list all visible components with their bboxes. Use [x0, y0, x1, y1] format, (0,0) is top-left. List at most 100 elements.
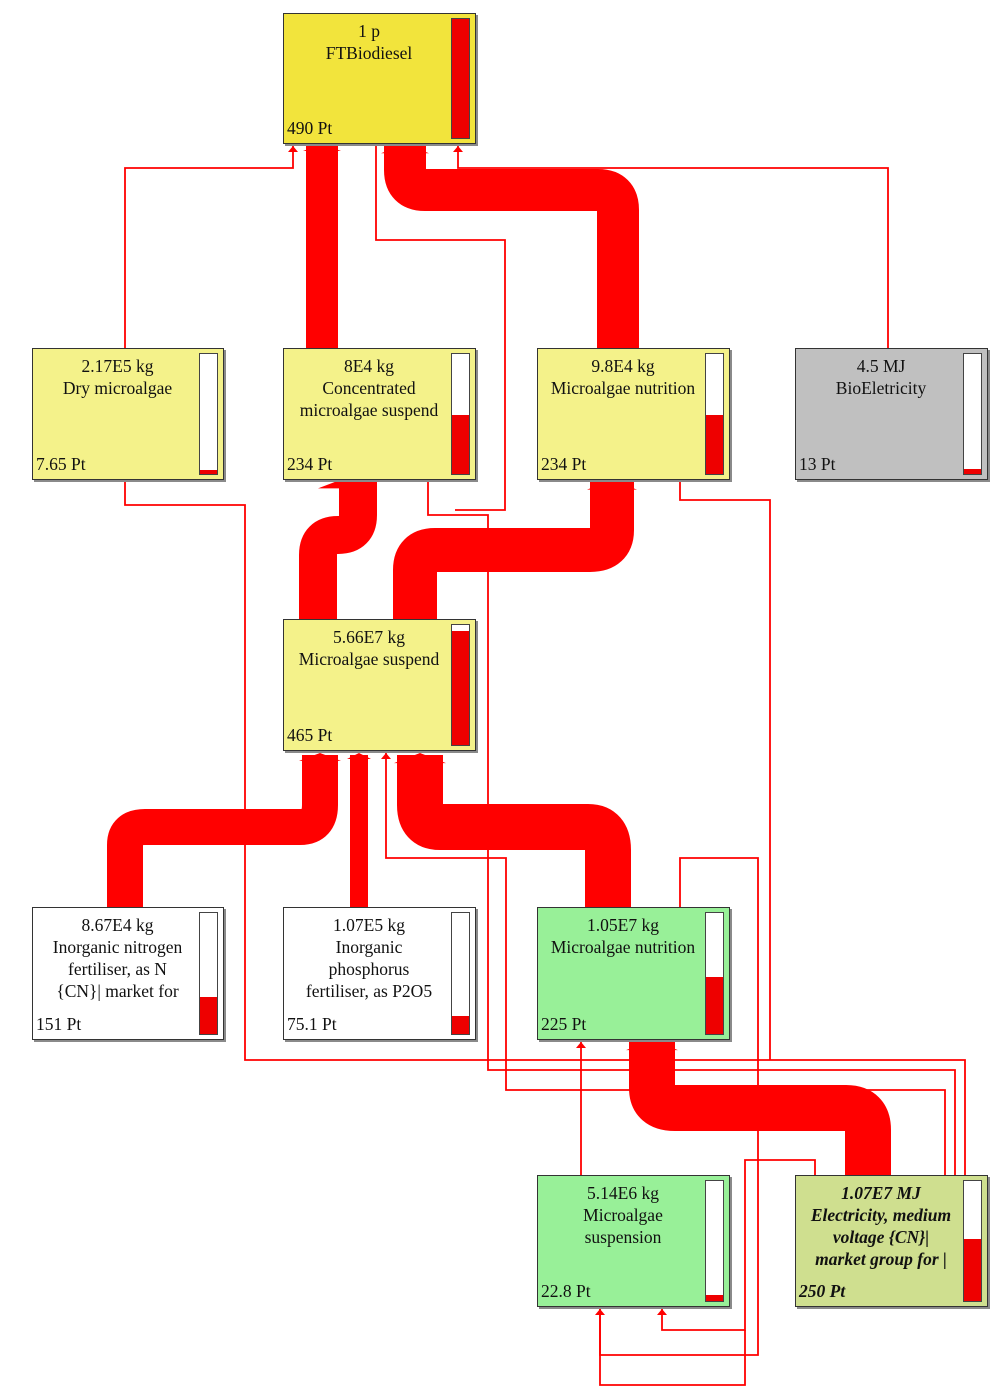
impact-gauge	[199, 353, 218, 475]
flow-nutrition1-to-ftbiodiesel-arrow	[381, 144, 429, 154]
node-amount: 1.07E5 kg	[333, 915, 405, 935]
impact-gauge	[451, 353, 470, 475]
node-name-line: market group for |	[815, 1249, 947, 1269]
flow-suspension-bottom-loop	[599, 1309, 746, 1386]
flow-nitrogen-to-suspend-arrow	[299, 753, 341, 761]
node-name-line: suspension	[584, 1227, 662, 1247]
node-name-line: phosphorus	[328, 959, 410, 979]
thin-flow-arrow-0	[288, 146, 298, 152]
impact-gauge	[451, 624, 470, 746]
impact-gauge	[963, 1180, 982, 1302]
node-name-line: fertiliser, as N	[68, 959, 167, 979]
node-amount: 5.14E6 kg	[587, 1183, 659, 1203]
impact-gauge	[451, 18, 470, 139]
node-score: 7.65 Pt	[36, 454, 86, 474]
thin-flow-arrow-1	[453, 146, 463, 152]
node-name-line: Microalgae	[583, 1205, 663, 1225]
node-name-line: Microalgae suspend	[298, 649, 440, 669]
flow-electricity-to-nutrition1	[679, 482, 771, 1060]
flow-electricity-to-nutrition2-arrow	[626, 1040, 678, 1051]
flow-nutrition2-to-suspend-arrow	[394, 753, 446, 764]
node-name-line: Electricity, medium	[810, 1205, 952, 1225]
node-amount: 8E4 kg	[343, 356, 395, 376]
impact-gauge	[451, 912, 470, 1035]
flow-electricity-to-dry-microalgae	[124, 482, 966, 1175]
flow-suspend-to-concentrated	[299, 482, 377, 619]
impact-gauge-fill	[964, 1238, 981, 1301]
flow-dry-microalgae-to-ftbiodiesel	[124, 146, 294, 348]
thin-flow-arrow-4	[595, 1309, 605, 1315]
flow-suspend-to-nutrition1-arrow	[587, 480, 637, 490]
flow-electricity-to-concentrated	[427, 482, 956, 1175]
thin-flow-arrow-3	[576, 1042, 586, 1048]
flow-suspend-to-nutrition1	[393, 482, 634, 619]
node-name-line: fertiliser, as P2O5	[305, 981, 433, 1001]
node-amount: 9.8E4 kg	[591, 356, 655, 376]
node-amount: 8.67E4 kg	[81, 915, 154, 935]
flow-nitrogen-to-suspend	[107, 755, 338, 907]
node-score: 225 Pt	[541, 1014, 587, 1034]
node-name-line: Dry microalgae	[62, 378, 173, 398]
node-score: 13 Pt	[799, 454, 836, 474]
impact-gauge-fill	[452, 631, 469, 745]
thin-flow-arrow-2	[381, 753, 391, 759]
flow-concentrated-to-ftbiodiesel-arrow	[303, 144, 341, 152]
flow-nutrition2-to-suspend	[397, 755, 631, 907]
impact-gauge-fill	[706, 415, 723, 474]
impact-gauge	[963, 353, 982, 475]
impact-gauge	[705, 353, 724, 475]
impact-gauge	[199, 912, 218, 1035]
node-score: 234 Pt	[541, 454, 587, 474]
impact-gauge-fill	[200, 470, 217, 474]
node-amount: 4.5 MJ	[856, 356, 906, 376]
node-name-line: Inorganic	[335, 937, 403, 957]
impact-gauge-fill	[452, 19, 469, 138]
node-name-line: Microalgae nutrition	[550, 937, 696, 957]
node-amount: 1 p	[358, 21, 380, 41]
node-score: 22.8 Pt	[541, 1281, 591, 1301]
node-score: 234 Pt	[287, 454, 333, 474]
node-name-line: voltage {CN}|	[832, 1227, 930, 1247]
node-name-line: microalgae suspend	[299, 400, 439, 420]
impact-gauge-fill	[706, 1295, 723, 1301]
impact-gauge	[705, 1180, 724, 1302]
impact-gauge-fill	[964, 469, 981, 474]
node-score: 151 Pt	[36, 1014, 82, 1034]
flow-electricity-to-suspension	[661, 1159, 816, 1331]
flow-ftbiodiesel-return	[375, 146, 506, 511]
node-amount: 2.17E5 kg	[81, 356, 154, 376]
node-name-line: Concentrated	[322, 378, 416, 398]
flow-bioeletricity-to-ftbiodiesel	[457, 146, 889, 348]
node-name-line: FTBiodiesel	[325, 43, 413, 63]
impact-gauge-fill	[200, 996, 217, 1034]
node-score: 250 Pt	[799, 1281, 846, 1301]
node-score: 465 Pt	[287, 725, 333, 745]
flow-nutrition1-to-ftbiodiesel	[384, 146, 639, 348]
impact-gauge-fill	[706, 977, 723, 1034]
node-name-line: {CN}| market for	[56, 981, 179, 1001]
flow-suspend-to-concentrated-arrow	[318, 480, 362, 489]
impact-gauge	[705, 912, 724, 1035]
thin-flow-arrow-5	[657, 1309, 667, 1315]
node-score: 75.1 Pt	[287, 1014, 337, 1034]
